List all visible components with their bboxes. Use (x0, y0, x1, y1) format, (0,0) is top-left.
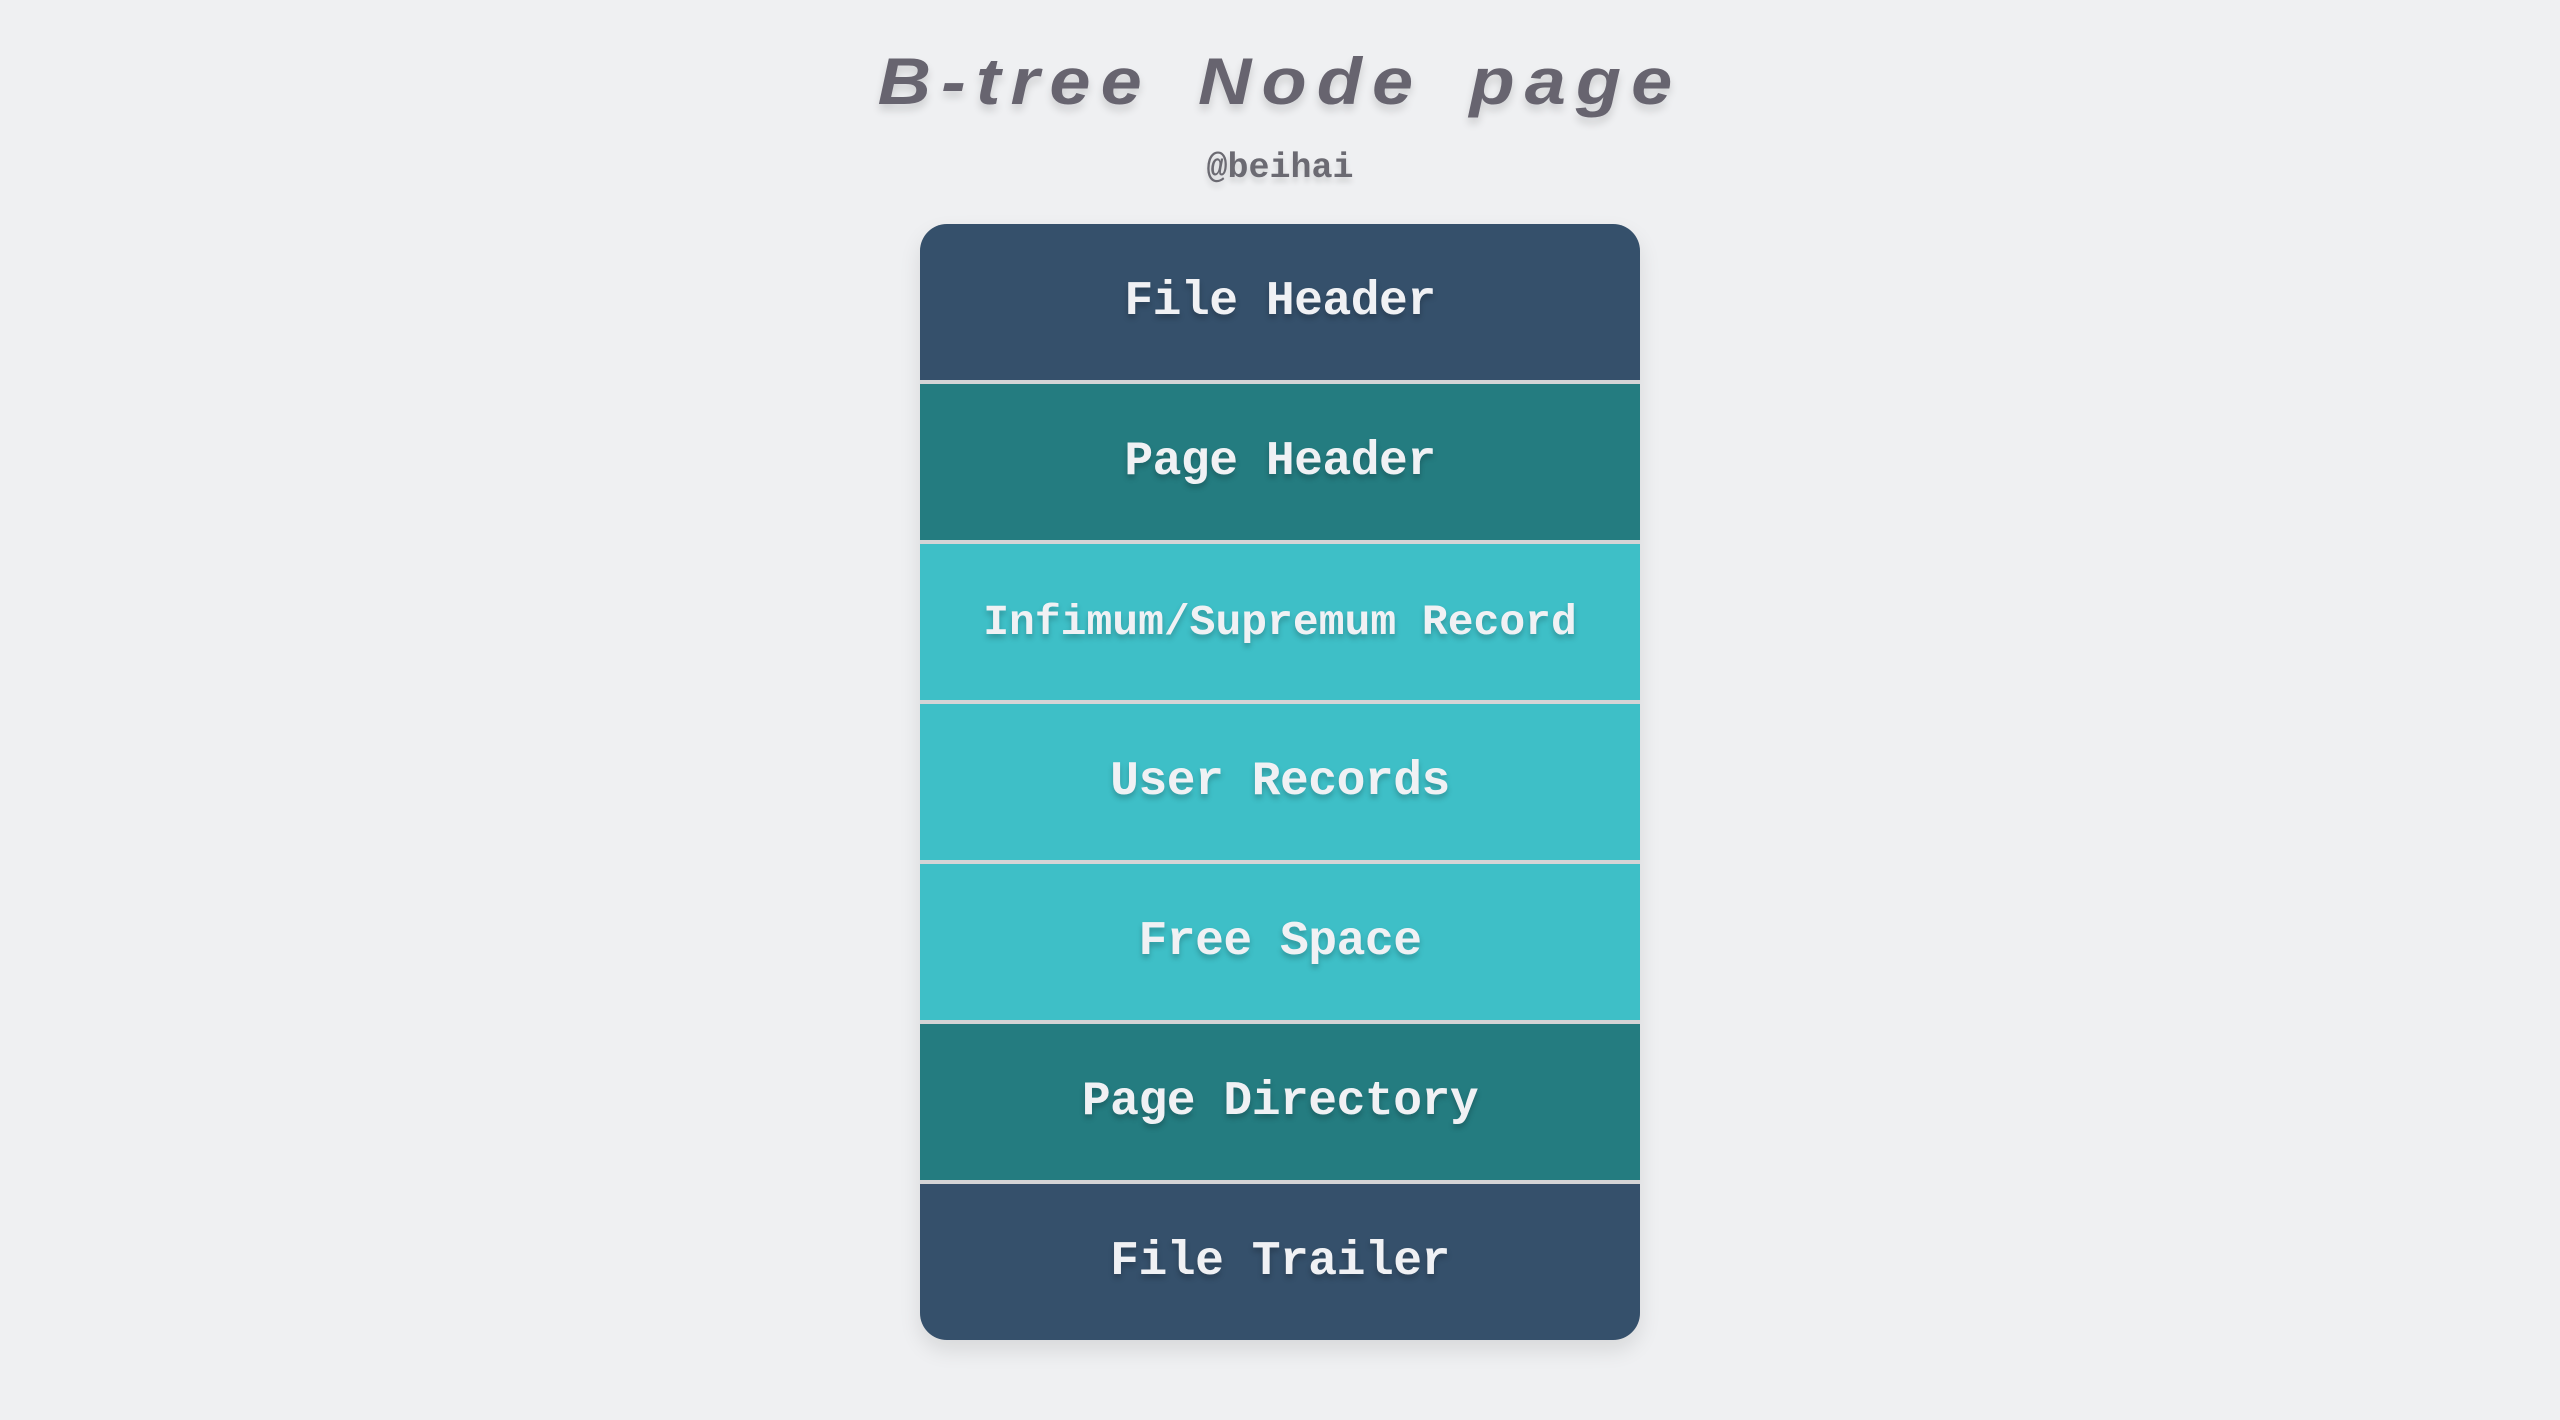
author-handle: @beihai (1206, 148, 1354, 188)
section-file-trailer: File Trailer (920, 1184, 1640, 1340)
section-label: Infimum/Supremum Record (983, 597, 1577, 647)
section-page-header: Page Header (920, 384, 1640, 540)
section-file-header: File Header (920, 224, 1640, 380)
section-user-records: User Records (920, 704, 1640, 860)
section-page-directory: Page Directory (920, 1024, 1640, 1180)
section-label: Page Directory (1081, 1075, 1479, 1129)
section-free-space: Free Space (920, 864, 1640, 1020)
section-label: User Records (1110, 755, 1450, 809)
section-label: File Header (1124, 275, 1436, 329)
diagram-title: B-tree Node page (877, 44, 1683, 118)
section-label: Page Header (1124, 435, 1436, 489)
section-label: File Trailer (1110, 1235, 1450, 1289)
section-label: Free Space (1138, 915, 1422, 969)
section-infimum-supremum-record: Infimum/Supremum Record (920, 544, 1640, 700)
page-structure-stack: File Header Page Header Infimum/Supremum… (920, 224, 1640, 1340)
